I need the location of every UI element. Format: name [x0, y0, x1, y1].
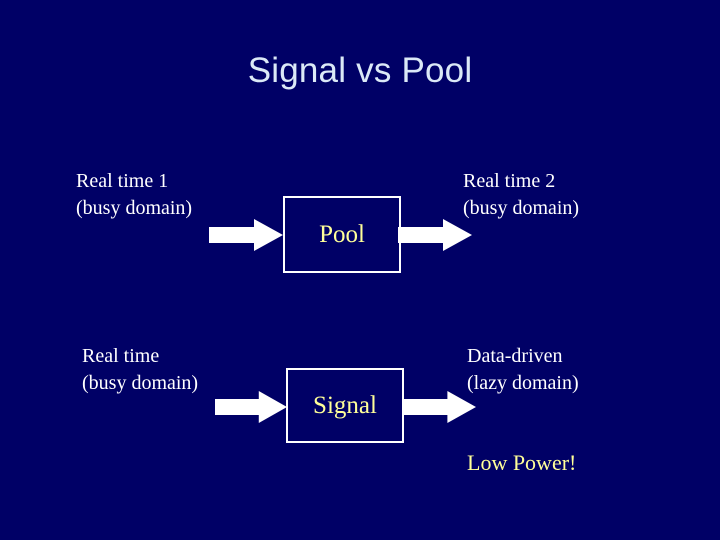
- process-box-signal: Signal: [286, 368, 404, 443]
- process-box-pool: Pool: [283, 196, 401, 273]
- caption-left-row-1: Real time 1 (busy domain): [76, 168, 192, 222]
- low-power-callout: Low Power!: [467, 450, 577, 475]
- page-title: Signal vs Pool: [247, 51, 473, 90]
- caption-left-row-1-line-1: Real time 1: [76, 170, 169, 192]
- caption-left-row-1-line-2: (busy domain): [76, 197, 193, 219]
- caption-left-row-2-line-1: Real time: [82, 345, 160, 367]
- caption-right-row-2-line-2: (lazy domain): [467, 372, 579, 394]
- caption-right-row-1: Real time 2 (busy domain): [463, 168, 579, 222]
- process-box-signal-label: Signal: [313, 391, 377, 419]
- caption-right-row-1-line-1: Real time 2: [463, 170, 556, 192]
- caption-left-row-2: Real time (busy domain): [82, 343, 198, 397]
- caption-right-row-1-line-2: (busy domain): [463, 197, 580, 219]
- caption-right-row-2-line-1: Data-driven: [467, 345, 563, 367]
- right-block-arrow-icon-input-signal: [215, 391, 287, 423]
- right-block-arrow-icon-output-pool: [398, 219, 472, 251]
- process-box-pool-label: Pool: [319, 220, 365, 248]
- caption-left-row-2-line-2: (busy domain): [82, 372, 199, 394]
- right-block-arrow-icon-input-pool: [209, 219, 283, 251]
- caption-right-row-2: Data-driven (lazy domain): [467, 343, 579, 397]
- right-block-arrow-icon-output-signal: [403, 391, 476, 423]
